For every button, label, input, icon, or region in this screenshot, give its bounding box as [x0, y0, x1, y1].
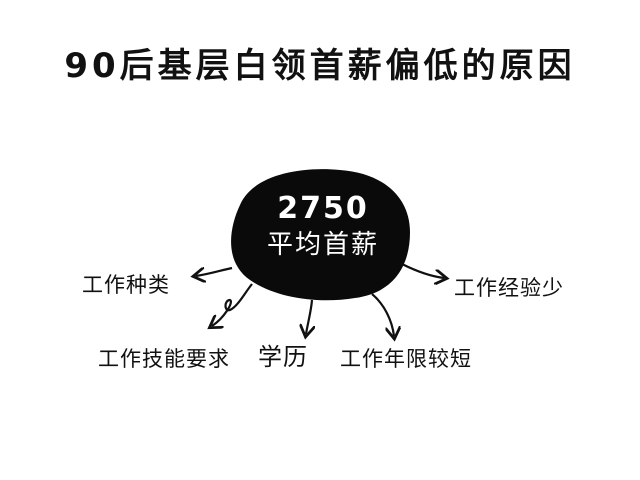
reason-work-experience: 工作经验少	[454, 276, 564, 300]
diagram-title: 90后基层白领首薪偏低的原因	[64, 46, 576, 86]
reason-skill-requirements: 工作技能要求	[98, 347, 230, 371]
center-blob	[231, 169, 410, 301]
reason-work-years: 工作年限较短	[340, 347, 472, 371]
average-salary-label: 平均首薪	[266, 230, 379, 260]
arrow-to-work-years	[371, 293, 394, 336]
average-salary-value: 2750	[277, 191, 369, 226]
reason-education: 学历	[258, 343, 308, 371]
arrow-to-work-experience	[401, 263, 444, 278]
arrow-to-skill-requirements	[212, 283, 253, 326]
arrow-to-education	[306, 299, 312, 334]
center-node: 2750 平均首薪	[248, 190, 398, 262]
reason-work-type: 工作种类	[82, 273, 170, 297]
arrow-to-work-type	[196, 266, 233, 276]
